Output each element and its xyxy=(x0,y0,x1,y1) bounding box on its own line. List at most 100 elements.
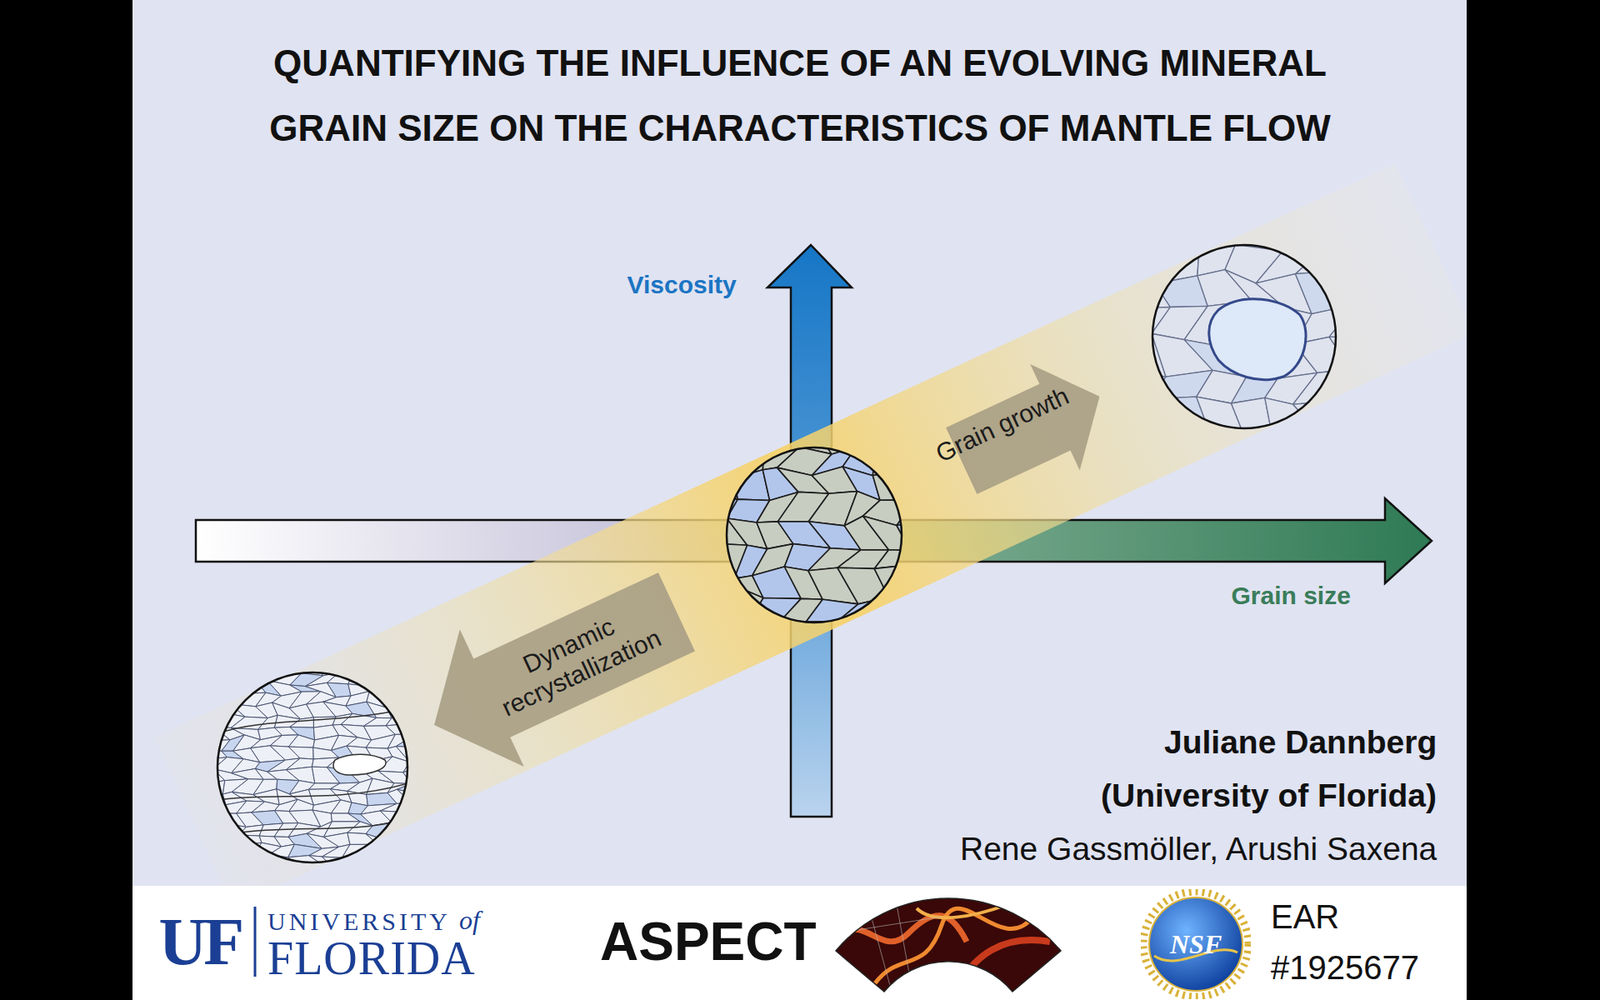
grain xyxy=(398,674,429,682)
grain xyxy=(395,734,429,748)
grain xyxy=(1106,208,1169,247)
grain xyxy=(1119,373,1167,410)
grain xyxy=(1342,432,1391,467)
grain xyxy=(380,833,406,845)
grain xyxy=(415,855,442,869)
grain xyxy=(205,685,231,696)
grain xyxy=(215,855,248,870)
grain xyxy=(205,671,230,687)
grain xyxy=(384,661,411,675)
grain xyxy=(214,833,249,846)
aspect-logo: ASPECT xyxy=(600,911,817,974)
grain xyxy=(865,620,905,655)
uf-divider xyxy=(254,906,257,977)
grain xyxy=(200,855,228,870)
grain xyxy=(395,746,430,763)
grain xyxy=(902,545,940,570)
grain xyxy=(275,865,301,880)
grain xyxy=(921,467,969,500)
grain xyxy=(401,867,434,878)
grain-circle-outline xyxy=(726,447,902,623)
grain xyxy=(805,621,848,643)
grain xyxy=(896,494,934,526)
grain xyxy=(230,867,263,879)
grain xyxy=(240,855,262,871)
grain xyxy=(366,670,390,686)
grain xyxy=(928,520,971,545)
title: QUANTIFYING THE INFLUENCE OF AN EVOLVING… xyxy=(233,30,1367,161)
grain xyxy=(758,420,800,447)
grain xyxy=(872,446,913,476)
gold-ring xyxy=(1143,891,1249,997)
grain xyxy=(415,812,450,828)
grain-circle-outline xyxy=(217,672,408,863)
grain-circle-bg xyxy=(726,447,902,623)
grain xyxy=(893,592,936,629)
node-label: NSF xyxy=(1170,928,1222,960)
grain xyxy=(1295,244,1351,275)
grain xyxy=(1329,336,1388,375)
university-text: UNIVERSITY xyxy=(267,907,451,937)
grain xyxy=(397,693,424,705)
grain xyxy=(420,781,444,795)
grain xyxy=(404,812,433,825)
grain xyxy=(1343,244,1392,280)
grain xyxy=(323,832,350,847)
grain xyxy=(200,845,229,859)
grain xyxy=(903,442,934,470)
grain xyxy=(250,865,285,879)
grain xyxy=(903,467,934,500)
grant-text: EAR xyxy=(1270,897,1340,936)
grain xyxy=(341,856,375,870)
arrow-body xyxy=(402,543,710,795)
grain xyxy=(417,757,445,770)
grain xyxy=(748,620,805,650)
grain xyxy=(733,623,765,650)
university-text: of xyxy=(459,905,480,936)
grain xyxy=(732,418,765,445)
grain xyxy=(1264,430,1317,470)
grain xyxy=(420,791,447,806)
grain xyxy=(930,540,971,577)
grain xyxy=(1119,399,1180,441)
grain xyxy=(398,680,424,698)
grain xyxy=(231,661,262,670)
grain xyxy=(360,864,397,881)
grain xyxy=(1124,270,1170,309)
grain xyxy=(1265,397,1317,437)
grain xyxy=(872,469,915,501)
grain xyxy=(238,669,263,683)
grain xyxy=(1190,211,1235,251)
grain xyxy=(200,813,225,825)
grain xyxy=(1115,436,1180,475)
grain xyxy=(893,625,934,654)
grain xyxy=(1258,205,1322,251)
grain xyxy=(733,591,764,629)
grain xyxy=(400,724,429,740)
uf-logo: UF xyxy=(159,903,242,980)
grain xyxy=(397,833,431,845)
process-arrow: Grain growth xyxy=(936,342,1125,514)
grain xyxy=(385,715,414,726)
grain xyxy=(365,663,390,675)
grain xyxy=(874,550,910,570)
grain xyxy=(332,659,355,673)
grain xyxy=(386,694,410,709)
grain xyxy=(1339,369,1387,401)
grain xyxy=(415,843,451,857)
grain xyxy=(386,703,414,719)
aspect-fan xyxy=(835,898,1061,992)
grain xyxy=(415,681,446,694)
grain xyxy=(401,855,434,870)
grain xyxy=(1339,395,1391,442)
grain xyxy=(290,717,315,728)
grain xyxy=(415,672,448,684)
grain xyxy=(255,661,282,675)
grain xyxy=(417,768,444,784)
grain-circle-outline xyxy=(1152,245,1336,429)
grain xyxy=(418,746,445,763)
grain xyxy=(290,865,323,881)
author-name: Juliane Dannberg xyxy=(1164,724,1437,762)
grain xyxy=(902,422,933,454)
grain xyxy=(865,422,914,454)
